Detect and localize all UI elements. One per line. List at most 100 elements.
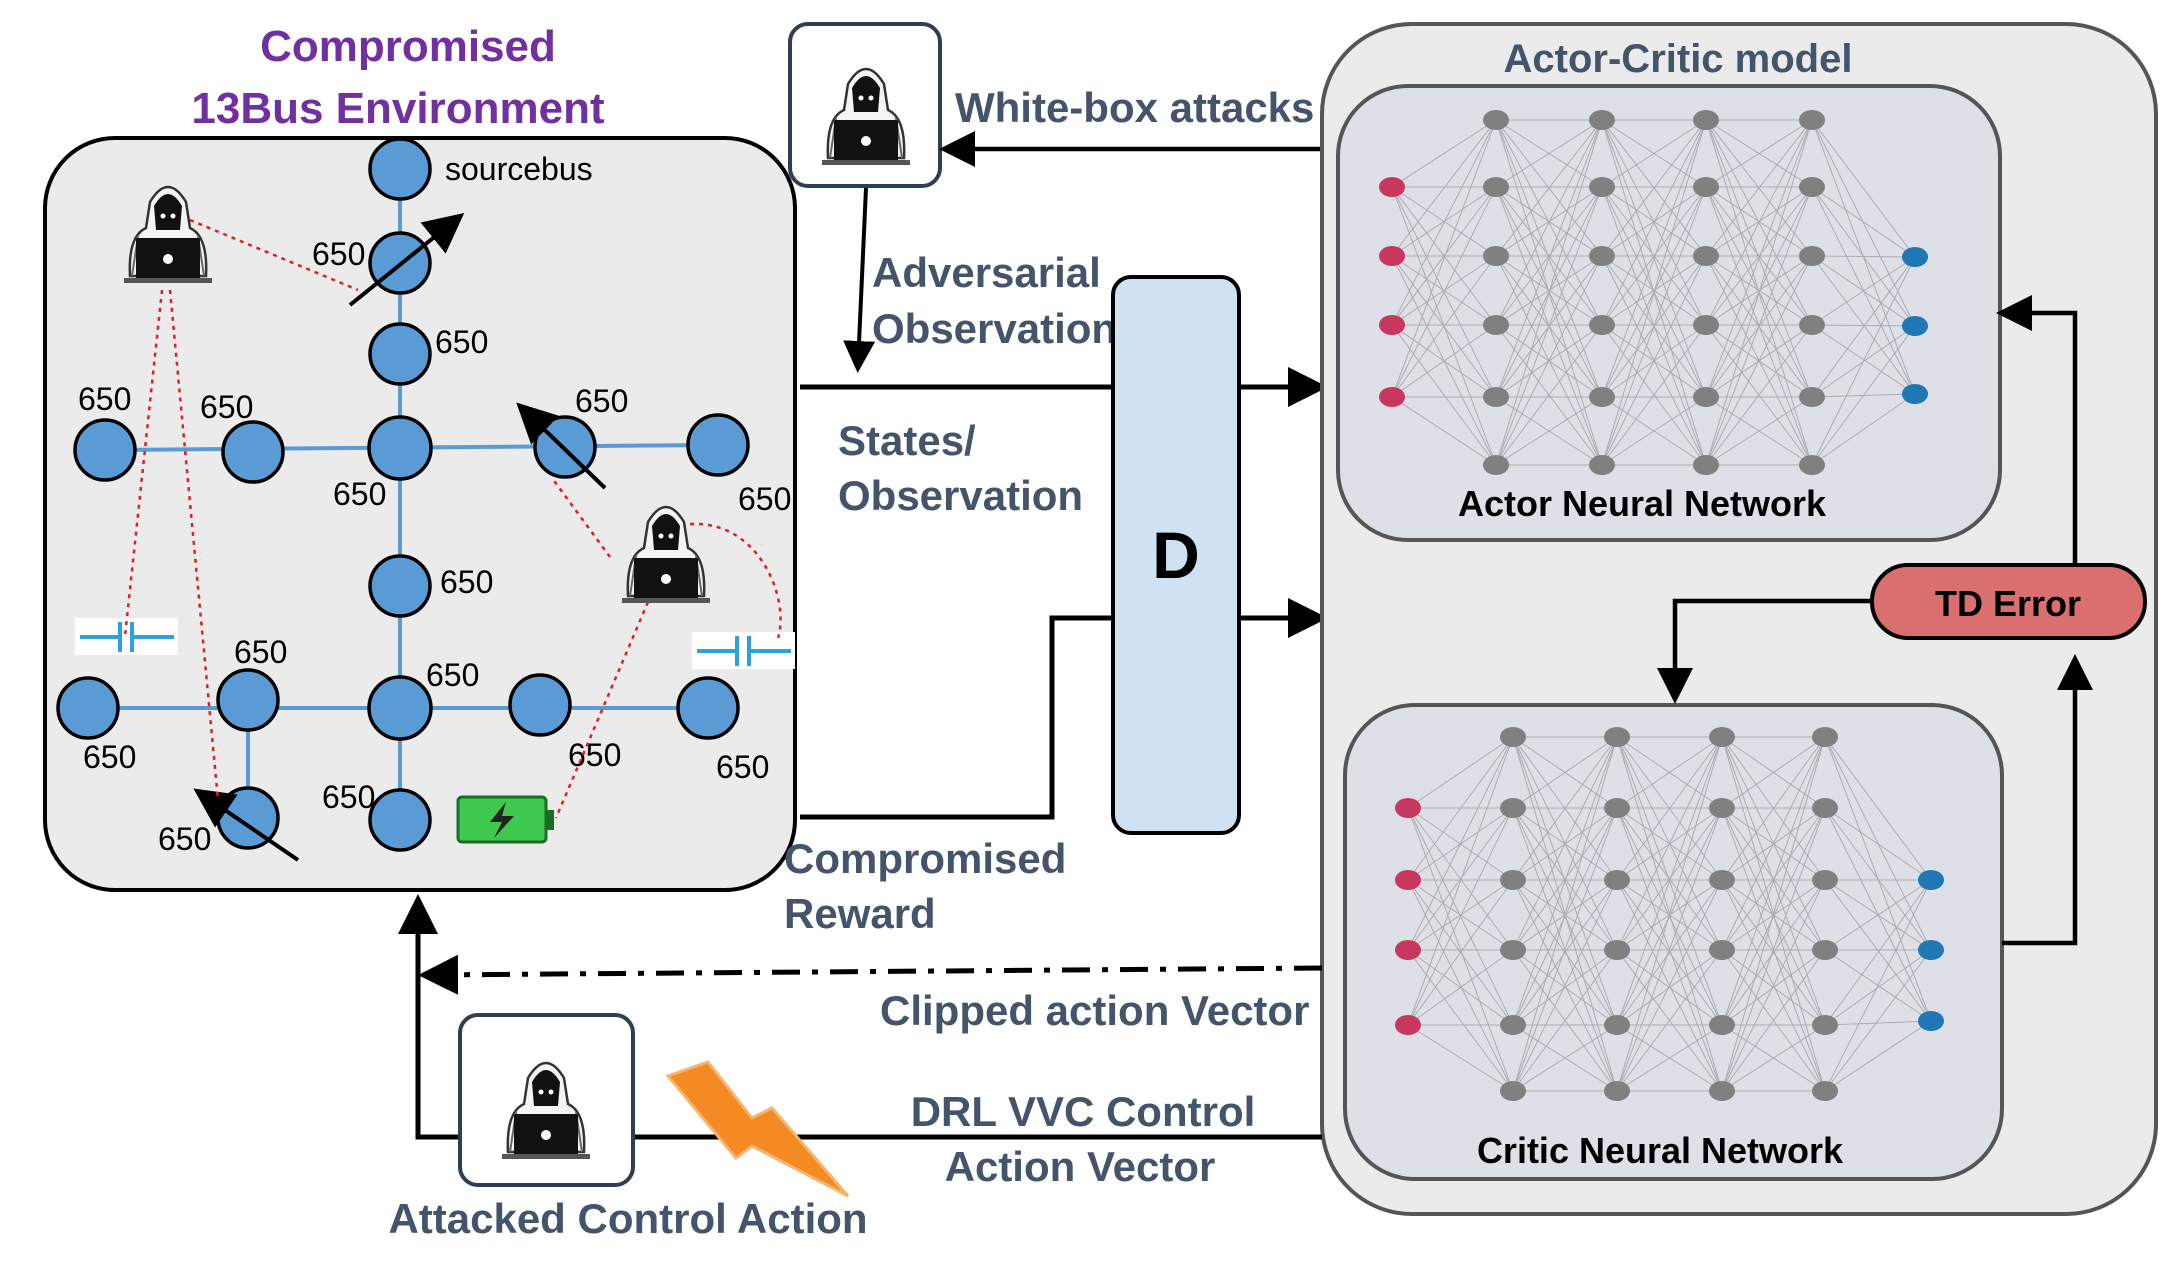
network-node	[1812, 727, 1838, 747]
critic-to-td-arrow	[2002, 654, 2093, 946]
bus-number-labels: 650 650 650 650 650 650 650 650 650 650 …	[78, 236, 791, 857]
network-node	[1902, 316, 1928, 336]
capacitor-icon	[692, 632, 795, 669]
network-node	[1483, 110, 1509, 130]
td-error-label: TD Error	[1935, 583, 2081, 624]
critic-network-panel	[1343, 703, 2004, 1181]
td-to-actor-arrow	[1996, 295, 2078, 565]
actor-network-graph	[1379, 110, 1928, 475]
actor-network-label: Actor Neural Network	[1458, 483, 1827, 524]
network-node	[1604, 727, 1630, 747]
network-node	[1395, 1015, 1421, 1035]
states-label-line1: States/	[838, 417, 976, 464]
regulator-icon	[193, 788, 300, 862]
network-node	[1589, 177, 1615, 197]
bus-label: 650	[738, 481, 791, 517]
network-node	[1709, 798, 1735, 818]
network-node	[1500, 870, 1526, 890]
bus-node	[368, 554, 432, 618]
bus-label: 650	[78, 381, 131, 417]
network-node	[1799, 110, 1825, 130]
network-node	[1604, 1081, 1630, 1101]
network-node	[1500, 727, 1526, 747]
network-node	[1799, 315, 1825, 335]
network-node	[1483, 177, 1509, 197]
network-node	[1500, 940, 1526, 960]
network-node	[1500, 1015, 1526, 1035]
whitebox-label: White-box attacks	[955, 84, 1314, 131]
network-node	[1589, 315, 1615, 335]
adversarial-arrow	[843, 187, 876, 373]
states-label-line2: Observation	[838, 472, 1083, 519]
bus-label: 650	[426, 657, 479, 693]
lightning-icon	[665, 1060, 850, 1198]
network-node	[1693, 387, 1719, 407]
network-node	[1604, 798, 1630, 818]
network-node	[1379, 177, 1405, 197]
bus-node	[508, 673, 572, 737]
reward-line	[800, 615, 1115, 820]
env-title-line1: Compromised	[260, 22, 556, 71]
clipped-action-label: Clipped action Vector	[880, 987, 1309, 1034]
network-node	[1395, 798, 1421, 818]
network-node	[1902, 384, 1928, 404]
bus-node	[676, 676, 740, 740]
network-node	[1604, 870, 1630, 890]
regulator-icon	[516, 402, 607, 490]
bus-label: 650	[333, 476, 386, 512]
network-node	[1812, 1015, 1838, 1035]
bus-node	[686, 413, 750, 477]
bus-label: 650	[322, 779, 375, 815]
control-action-path	[398, 894, 1322, 1140]
bus-node	[221, 420, 285, 484]
network-node	[1709, 727, 1735, 747]
bus-node	[368, 788, 432, 852]
bus-label: 650	[440, 564, 493, 600]
network-node	[1395, 870, 1421, 890]
bus-node	[367, 675, 433, 741]
regulator-icon	[348, 212, 465, 307]
bus-label: 650	[435, 324, 488, 360]
bus-node	[368, 137, 432, 201]
bus-node	[56, 676, 120, 740]
network-node	[1693, 177, 1719, 197]
network-node	[1799, 177, 1825, 197]
network-node	[1589, 387, 1615, 407]
model-title: Actor-Critic model	[1504, 37, 1853, 81]
network-node	[1483, 246, 1509, 266]
bus-node	[216, 668, 280, 732]
adversarial-label-line1: Adversarial	[872, 249, 1101, 296]
bus-node	[368, 322, 432, 386]
network-node	[1500, 798, 1526, 818]
network-node	[1709, 1015, 1735, 1035]
network-node	[1799, 246, 1825, 266]
network-node	[1693, 246, 1719, 266]
network-node	[1709, 940, 1735, 960]
network-node	[1395, 940, 1421, 960]
drl-label-line2: Action Vector	[945, 1143, 1216, 1190]
battery-icon	[456, 795, 554, 844]
network-node	[1379, 246, 1405, 266]
network-node	[1709, 1081, 1735, 1101]
network-node	[1589, 246, 1615, 266]
network-node	[1500, 1081, 1526, 1101]
network-node	[1812, 940, 1838, 960]
bus-node	[73, 418, 137, 482]
attacked-control-label: Attacked Control Action	[388, 1195, 867, 1242]
network-node	[1799, 387, 1825, 407]
bus-label: 650	[716, 749, 769, 785]
reward-label-line2: Reward	[784, 890, 936, 937]
critic-network-label: Critic Neural Network	[1477, 1130, 1844, 1171]
network-node	[1483, 387, 1509, 407]
network-node	[1604, 940, 1630, 960]
adversarial-label-line2: Observation	[872, 305, 1117, 352]
network-node	[1902, 247, 1928, 267]
network-node	[1799, 455, 1825, 475]
network-node	[1918, 1011, 1944, 1031]
bus-label: 650	[575, 383, 628, 419]
network-node	[1693, 455, 1719, 475]
bus-node	[367, 415, 433, 481]
network-node	[1604, 1015, 1630, 1035]
network-node	[1918, 870, 1944, 890]
